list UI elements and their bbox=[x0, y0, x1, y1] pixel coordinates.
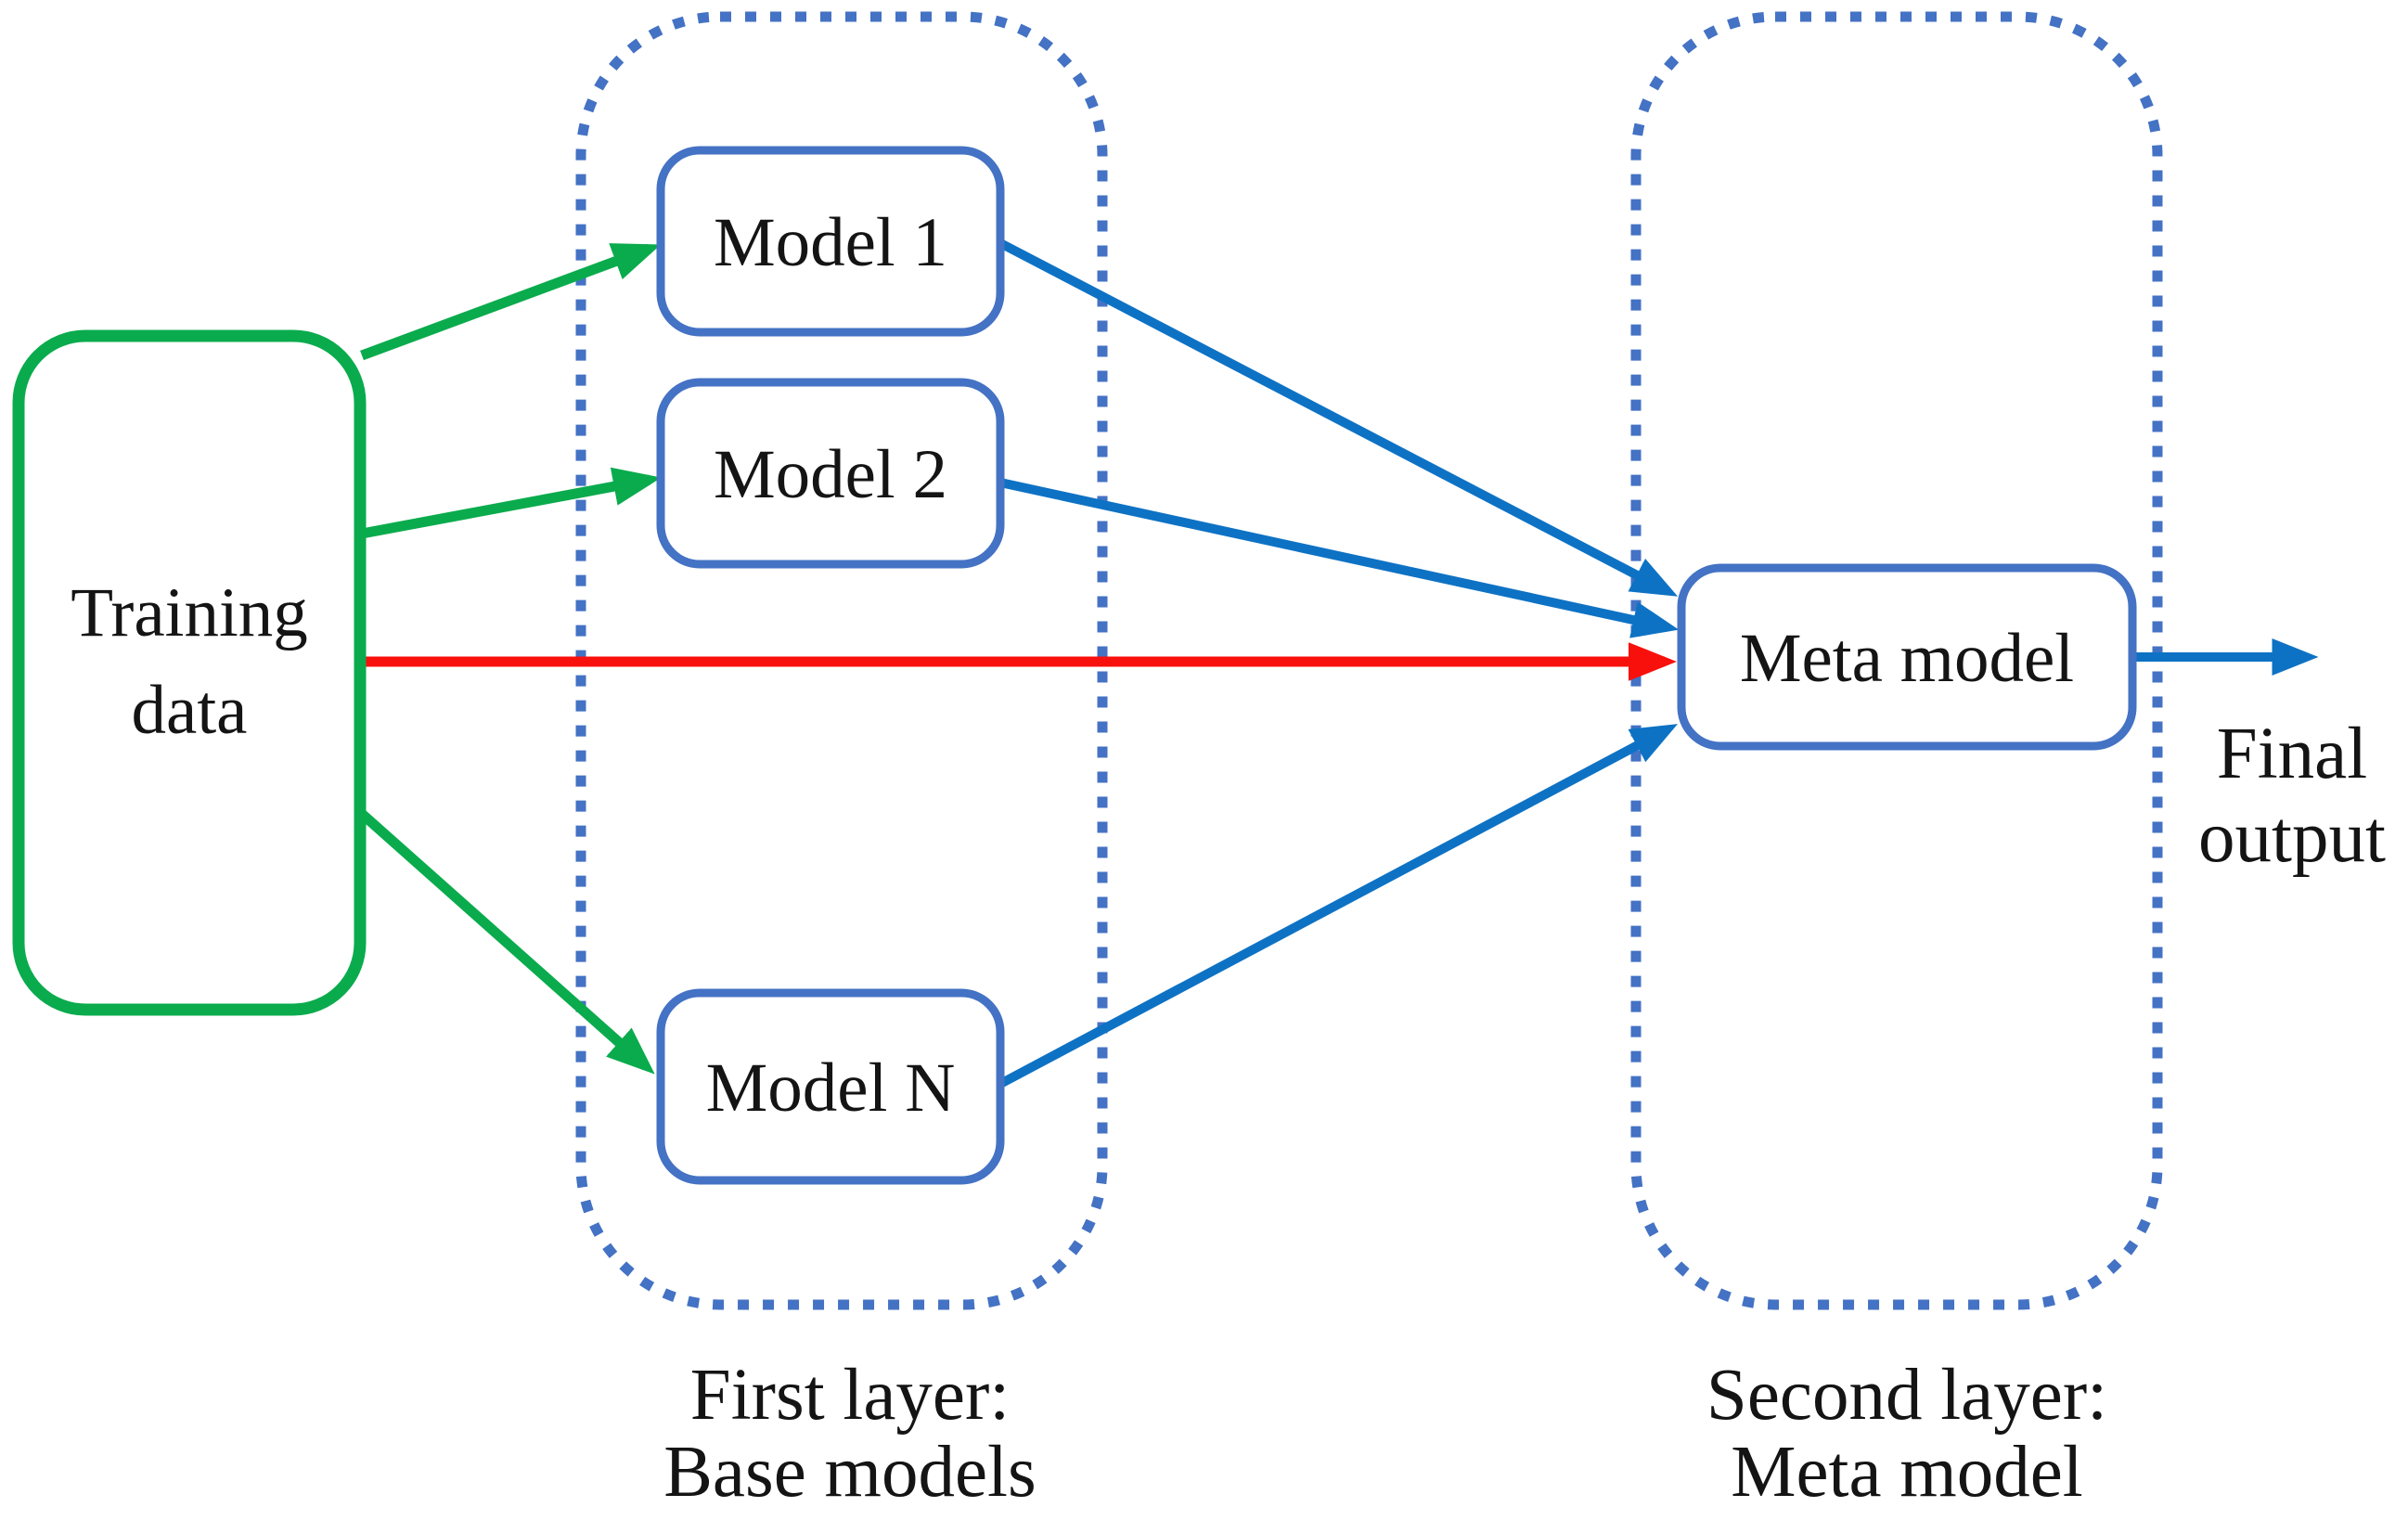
training-data-label-line2: data bbox=[132, 672, 248, 749]
meta-model-label: Meta model bbox=[1740, 620, 2074, 697]
model-n-node bbox=[656, 988, 1005, 1185]
arrow-training-to-model2 bbox=[360, 467, 662, 539]
training-data-node bbox=[12, 329, 367, 1016]
final-output-label-line2: output bbox=[2198, 797, 2386, 878]
final-output-label-line1: Final bbox=[2217, 714, 2367, 794]
model-n-label: Model N bbox=[706, 1050, 956, 1127]
arrow-model2-to-meta bbox=[998, 478, 1680, 638]
model-2-label: Model 2 bbox=[714, 436, 947, 513]
arrow-model1-to-meta bbox=[998, 238, 1679, 597]
first-layer-caption-line2: Base models bbox=[663, 1432, 1037, 1513]
second-layer-caption-line1: Second layer: bbox=[1706, 1355, 2107, 1436]
first-layer-caption-line1: First layer: bbox=[690, 1355, 1010, 1436]
model-1-label: Model 1 bbox=[714, 204, 947, 281]
second-layer-caption-line2: Meta model bbox=[1731, 1432, 2083, 1513]
arrow-training-to-model1 bbox=[360, 243, 662, 361]
arrow-modeln-to-meta bbox=[998, 724, 1679, 1089]
arrow-training-to-modeln bbox=[358, 809, 655, 1075]
model-2-node bbox=[656, 378, 1005, 569]
model-1-node bbox=[656, 146, 1005, 337]
meta-model-node bbox=[1677, 563, 2137, 751]
training-data-label-line1: Training bbox=[71, 574, 308, 651]
